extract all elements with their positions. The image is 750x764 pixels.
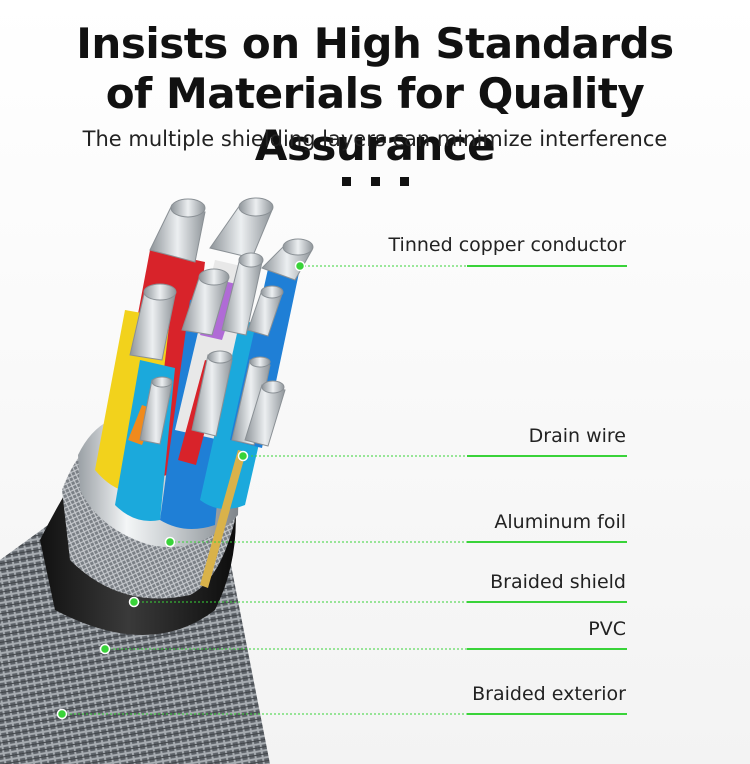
callout-dot-drain — [237, 450, 249, 462]
callout-dot-pvc — [99, 643, 111, 655]
callout-dot-conductor — [294, 260, 306, 272]
label-pvc: PVC — [588, 618, 626, 640]
callout-dot-shield — [128, 596, 140, 608]
label-drain-wire: Drain wire — [528, 425, 626, 447]
drain-wire — [200, 450, 246, 588]
conductor-tips — [129, 197, 314, 447]
leader-underlines — [467, 265, 627, 715]
callout-dot-exterior — [56, 708, 68, 720]
label-tinned-copper-conductor: Tinned copper conductor — [388, 234, 626, 256]
headline-line-1: Insists on High Standards — [76, 19, 674, 68]
subtitle: The multiple shielding layers can minimi… — [82, 127, 668, 151]
label-aluminum-foil: Aluminum foil — [494, 511, 626, 533]
label-braided-shield: Braided shield — [490, 571, 626, 593]
callout-dots — [56, 260, 306, 720]
callout-dot-foil — [164, 536, 176, 548]
headline-line-2: of Materials for Quality Assurance — [105, 69, 645, 170]
label-braided-exterior: Braided exterior — [472, 683, 626, 705]
section-dots-decoration — [342, 177, 412, 189]
